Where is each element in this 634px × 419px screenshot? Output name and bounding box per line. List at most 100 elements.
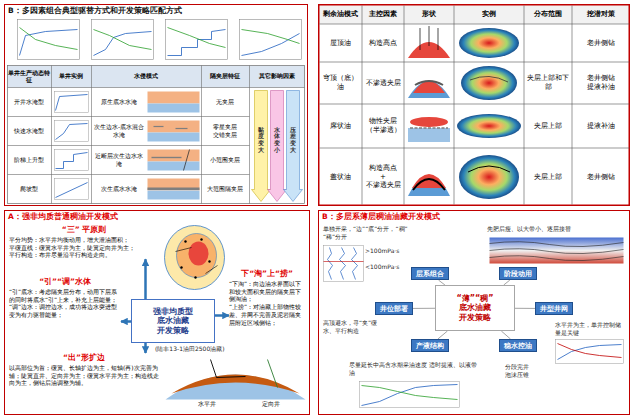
oil-map — [457, 28, 521, 199]
arrow-label: 压差变大 — [290, 127, 296, 153]
connector — [215, 314, 229, 317]
table-cell: 老井侧钻 提液补油 — [585, 74, 617, 92]
table-grid — [51, 66, 52, 204]
group-heading: “引”“调”水体 — [9, 277, 121, 287]
table-cell: 构造高点 — [362, 39, 404, 48]
table-cell: 夹层上部 — [524, 173, 572, 182]
production-chart — [362, 386, 458, 400]
oilfield-map — [180, 266, 182, 268]
panel-title: B：多层系薄层稠油油藏开发模式 — [322, 212, 440, 221]
topic-box: 稳水控油 — [499, 339, 537, 352]
table-cell: 开井水淹型 — [7, 98, 51, 106]
oilfield-map — [200, 238, 202, 240]
production-curve — [55, 92, 89, 200]
production-curve — [55, 121, 89, 142]
factor-arrow — [284, 91, 303, 202]
table-cell: 提液补油 — [572, 122, 630, 131]
remaining-oil-table — [320, 62, 630, 63]
strategy-group: “引”“调”水体“引”底水：考虑隔夹层分布，动用下层系的同时将底水“引”上来，补… — [9, 277, 121, 335]
topic-box: 产液结构 — [411, 339, 449, 352]
oil-map — [459, 155, 519, 199]
invasion-section — [184, 150, 190, 171]
group-heading: “出”形扩边 — [9, 353, 159, 363]
table-cell: 次生边水-底水混合水淹 — [92, 123, 146, 138]
well-chart — [168, 28, 226, 48]
remaining-oil-table — [320, 104, 630, 105]
oil-map — [457, 114, 521, 138]
remaining-oil-table — [572, 6, 573, 205]
log-chart — [324, 246, 364, 282]
oil-map — [461, 66, 517, 100]
remaining-oil-table — [320, 24, 630, 25]
oil-shape — [413, 179, 445, 190]
factor-arrow — [252, 91, 271, 202]
remaining-oil-table — [524, 6, 525, 205]
oil-shape — [408, 26, 450, 196]
remaining-oil-table — [404, 6, 405, 205]
invasion-section — [148, 162, 200, 171]
seismic-section — [490, 256, 624, 261]
oilfield-map — [194, 276, 196, 278]
connector — [438, 331, 448, 339]
production-curve — [55, 92, 89, 113]
topic-label: 产液结构 — [416, 342, 444, 350]
reservoir-section — [172, 375, 300, 394]
invasion-section — [148, 133, 200, 142]
well-chart — [20, 30, 78, 56]
invasion-section — [152, 157, 182, 158]
topic-label: 层系组合 — [416, 270, 444, 278]
well-chart — [240, 20, 302, 60]
oil-map — [468, 166, 510, 172]
production-chart — [556, 340, 624, 364]
well-chart — [20, 28, 78, 50]
table-cell: 大范围隔夹层 — [201, 185, 249, 193]
oil-shape — [408, 81, 450, 98]
factor-arrow — [268, 91, 287, 202]
oil-shape — [420, 28, 421, 50]
production-curve — [55, 150, 89, 171]
oil-shape — [429, 26, 430, 46]
well-chart — [18, 20, 80, 60]
reservoir-section — [166, 375, 306, 400]
oil-shape — [410, 117, 448, 127]
group-body: 平缓直线：缓翼水平井为主，陡翼定向井为主； — [9, 244, 159, 252]
remaining-oil-table — [319, 5, 630, 206]
log-chart — [352, 248, 358, 280]
production-chart — [362, 385, 458, 406]
group-body: “下淘”：向边油水界面以下和较大面积夹层的隔夹层下侧淘油； — [229, 280, 305, 303]
table-cell: 夹层上部 — [524, 122, 572, 131]
strategy-box: 强非均质型 底水油藏 开发策略 — [131, 299, 215, 343]
oil-shape — [413, 81, 445, 93]
invasion-section — [154, 126, 164, 127]
group-body: “上捞”：对油藏上部物性较差、井网不完善及泥岩隔夹层附近区域侧钻； — [229, 303, 305, 326]
oilfield-map — [184, 240, 186, 242]
well-chart — [18, 20, 80, 60]
note-text: <100mPa·s — [365, 263, 413, 271]
topic-box: 井位部署 — [375, 302, 413, 315]
well-chart — [168, 30, 226, 56]
topic-label: 阶段动用 — [504, 270, 532, 278]
invasion-section — [148, 92, 200, 200]
table-cell: 小范围夹层 — [201, 156, 249, 164]
connector — [515, 308, 535, 309]
table-cell: 构造高点 + 不渗透夹层 — [364, 164, 403, 190]
table-cell: 穹顶（底）油 — [318, 74, 362, 92]
table-cell: 阶梯上升型 — [7, 156, 51, 164]
seismic-section — [490, 238, 624, 264]
well-chart — [166, 20, 228, 60]
well-chart — [92, 20, 154, 60]
well-chart — [94, 32, 152, 56]
oil-map — [459, 28, 519, 58]
note-text: (陆丰13-1油田2500油藏) — [155, 345, 239, 353]
panel: B：多层系薄层稠油油藏开发模式“薄”“稠” 底水油藏 开发策略层系组合阶段动用井… — [318, 210, 630, 415]
table-header: 剩余油模式 — [318, 10, 362, 19]
group-body: 平行构造：布井尽量沿平行构造走向。 — [9, 251, 159, 259]
strategy-text: 强非均质型 底水油藏 开发策略 — [153, 307, 193, 336]
table-cell: 屋顶油 — [318, 39, 362, 48]
figure-label: 水平井 — [197, 400, 217, 408]
remaining-oil-table — [454, 6, 455, 205]
note-text: 水平井为主，单井控制储量是关键 — [555, 321, 625, 336]
oilfield-map — [165, 226, 225, 290]
table-cell: 物性夹层（半渗透） — [362, 117, 404, 135]
table-grid — [8, 116, 250, 117]
